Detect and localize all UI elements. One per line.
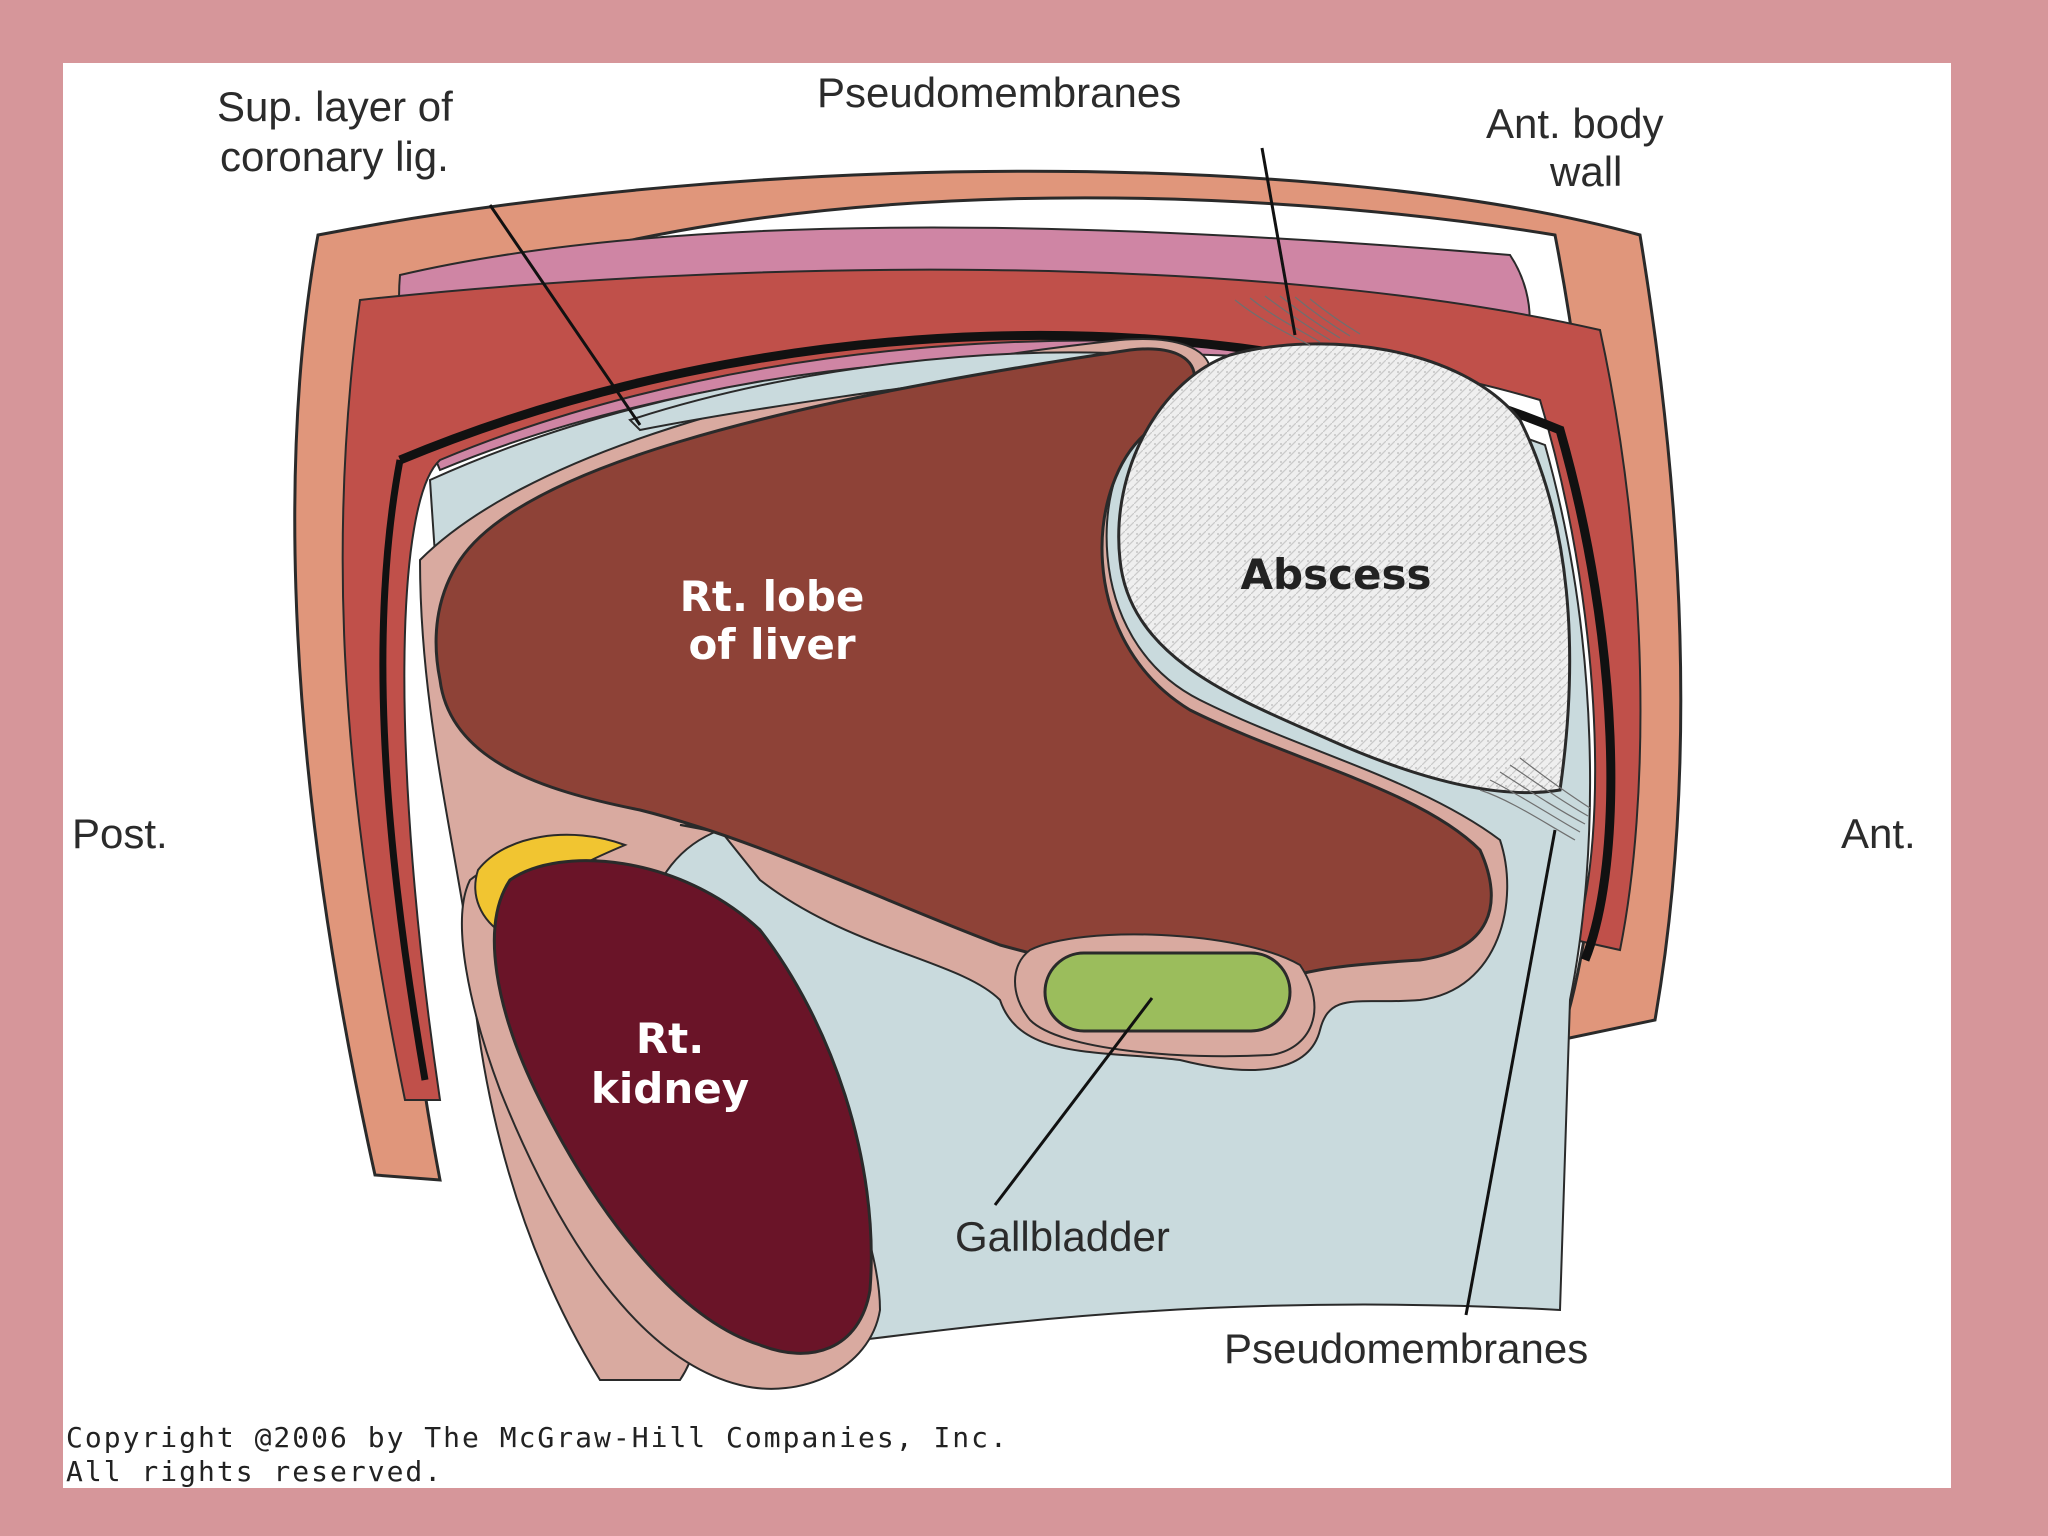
label-kidney-line1: Rt. bbox=[636, 1014, 704, 1063]
leader-lines bbox=[488, 147, 1557, 1316]
label-post: Post. bbox=[72, 810, 168, 857]
liver-right-lobe bbox=[434, 347, 1493, 990]
label-liver-line2: of liver bbox=[688, 620, 855, 669]
right-kidney bbox=[492, 859, 873, 1355]
pseudomembrane-top-fibers bbox=[1234, 295, 1361, 346]
leader-pseudomembranes-bottom bbox=[1464, 829, 1557, 1316]
leader-pseudomembranes-top bbox=[1260, 147, 1297, 336]
pseudomembrane-bottom-fibers bbox=[1479, 757, 1591, 841]
leader-gallbladder bbox=[993, 997, 1154, 1206]
label-kidney-line2: kidney bbox=[591, 1064, 749, 1113]
label-gallbladder: Gallbladder bbox=[955, 1213, 1170, 1260]
abscess bbox=[1117, 342, 1572, 795]
leader-sup-layer bbox=[488, 204, 642, 426]
muscle-layer bbox=[341, 268, 1642, 1101]
copyright-line2: All rights reserved. bbox=[66, 1455, 443, 1488]
label-abscess: Abscess bbox=[1241, 550, 1432, 599]
parietal-peritoneum-posterior bbox=[379, 459, 429, 1081]
label-ant-body-wall-line2: wall bbox=[1549, 148, 1622, 195]
label-pseudomembranes-top: Pseudomembranes bbox=[817, 69, 1181, 116]
label-liver-line1: Rt. lobe bbox=[680, 572, 865, 621]
copyright-line1: Copyright @2006 by The McGraw-Hill Compa… bbox=[66, 1421, 1009, 1454]
label-sup-layer-line1: Sup. layer of bbox=[217, 83, 453, 130]
gallbladder bbox=[1043, 951, 1292, 1033]
label-pseudomembranes-bottom: Pseudomembranes bbox=[1224, 1325, 1588, 1372]
label-ant-body-wall-line1: Ant. body bbox=[1486, 100, 1663, 147]
label-sup-layer-line2: coronary lig. bbox=[220, 133, 449, 180]
label-ant: Ant. bbox=[1841, 810, 1916, 857]
